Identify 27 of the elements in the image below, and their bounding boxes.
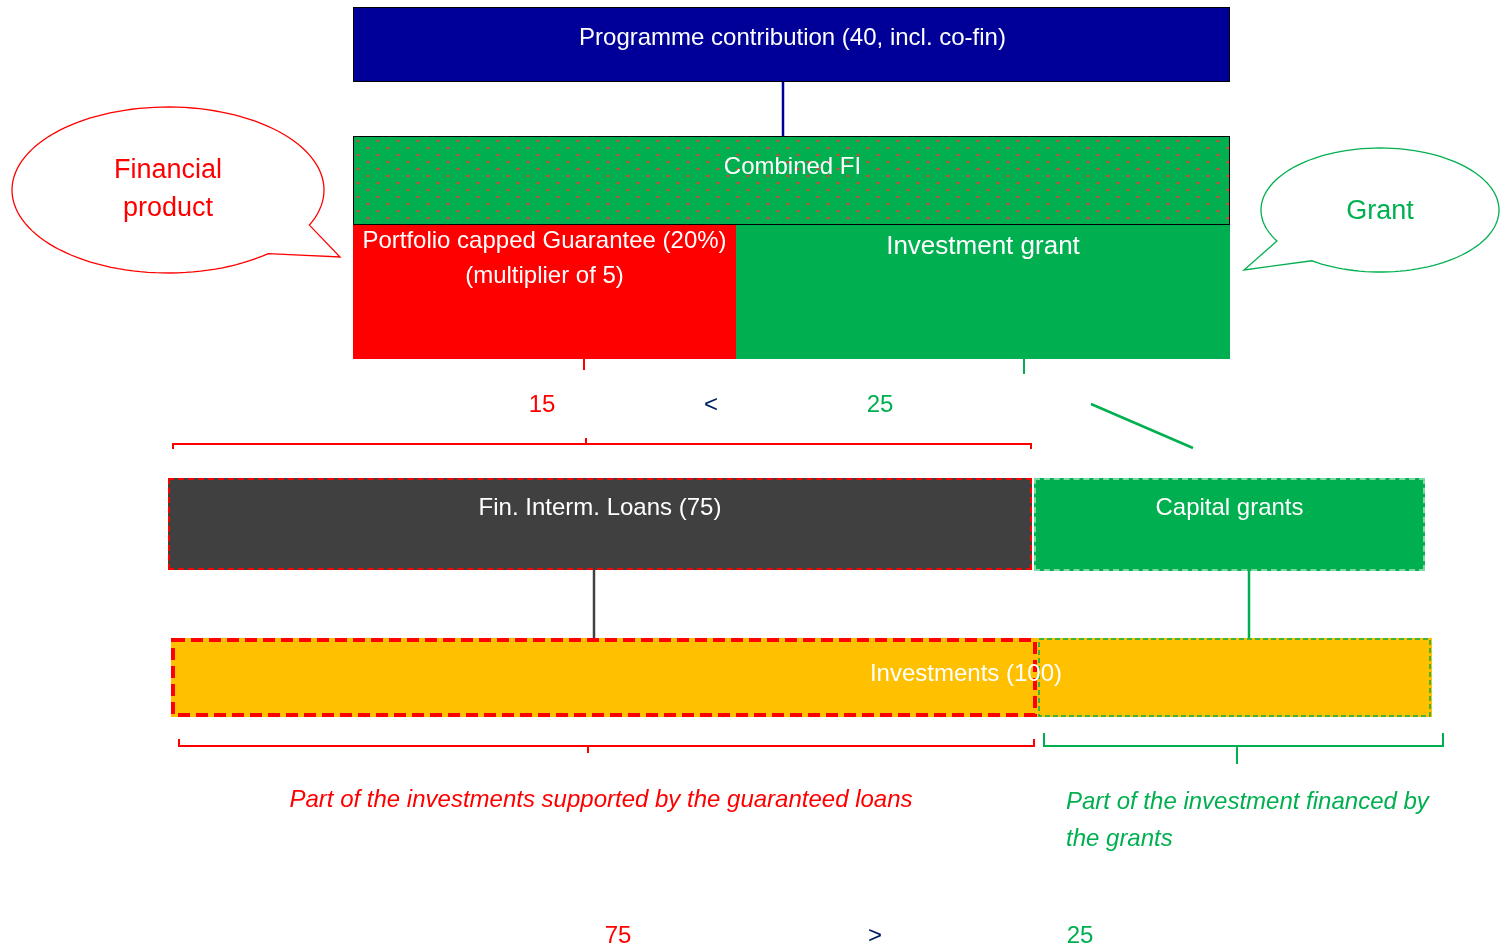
connector-line: [1247, 571, 1251, 638]
box-text: Investments (100): [868, 658, 1064, 688]
box-text: Fin. Interm. Loans (75): [477, 492, 723, 522]
connector-line: [592, 570, 596, 638]
box-text: Investment grant: [885, 229, 1081, 262]
note-text: Part of the investments supported by the guaranteed loans: [288, 784, 914, 814]
value-label: 15: [528, 390, 556, 418]
capital-grants-bar: [1034, 478, 1425, 571]
box-text: Financial product: [112, 153, 224, 224]
connector-line: [781, 82, 785, 136]
note-text: Part of the investment financed by the grants: [1066, 786, 1431, 854]
value-label: <: [704, 390, 718, 418]
value-label: 25: [866, 390, 894, 418]
combined-fi-bar: [353, 136, 1230, 225]
value-label: 25: [1066, 921, 1094, 949]
investments-bar: [171, 638, 1432, 717]
value-label: 75: [604, 921, 632, 949]
loans-bar: [168, 478, 1032, 570]
guarantee-box: [353, 225, 736, 359]
box-text: Grant: [1345, 194, 1415, 227]
value-label: >: [868, 921, 882, 949]
contribution-bar: [353, 7, 1230, 82]
box-text: Combined FI: [722, 151, 863, 181]
investment-grant-box: [736, 225, 1230, 359]
box-text: Portfolio capped Guarantee (20%) (multiplier of 5): [361, 225, 728, 290]
box-text: Programme contribution (40, incl. co-fin): [578, 22, 1007, 52]
box-text: Capital grants: [1154, 492, 1305, 522]
